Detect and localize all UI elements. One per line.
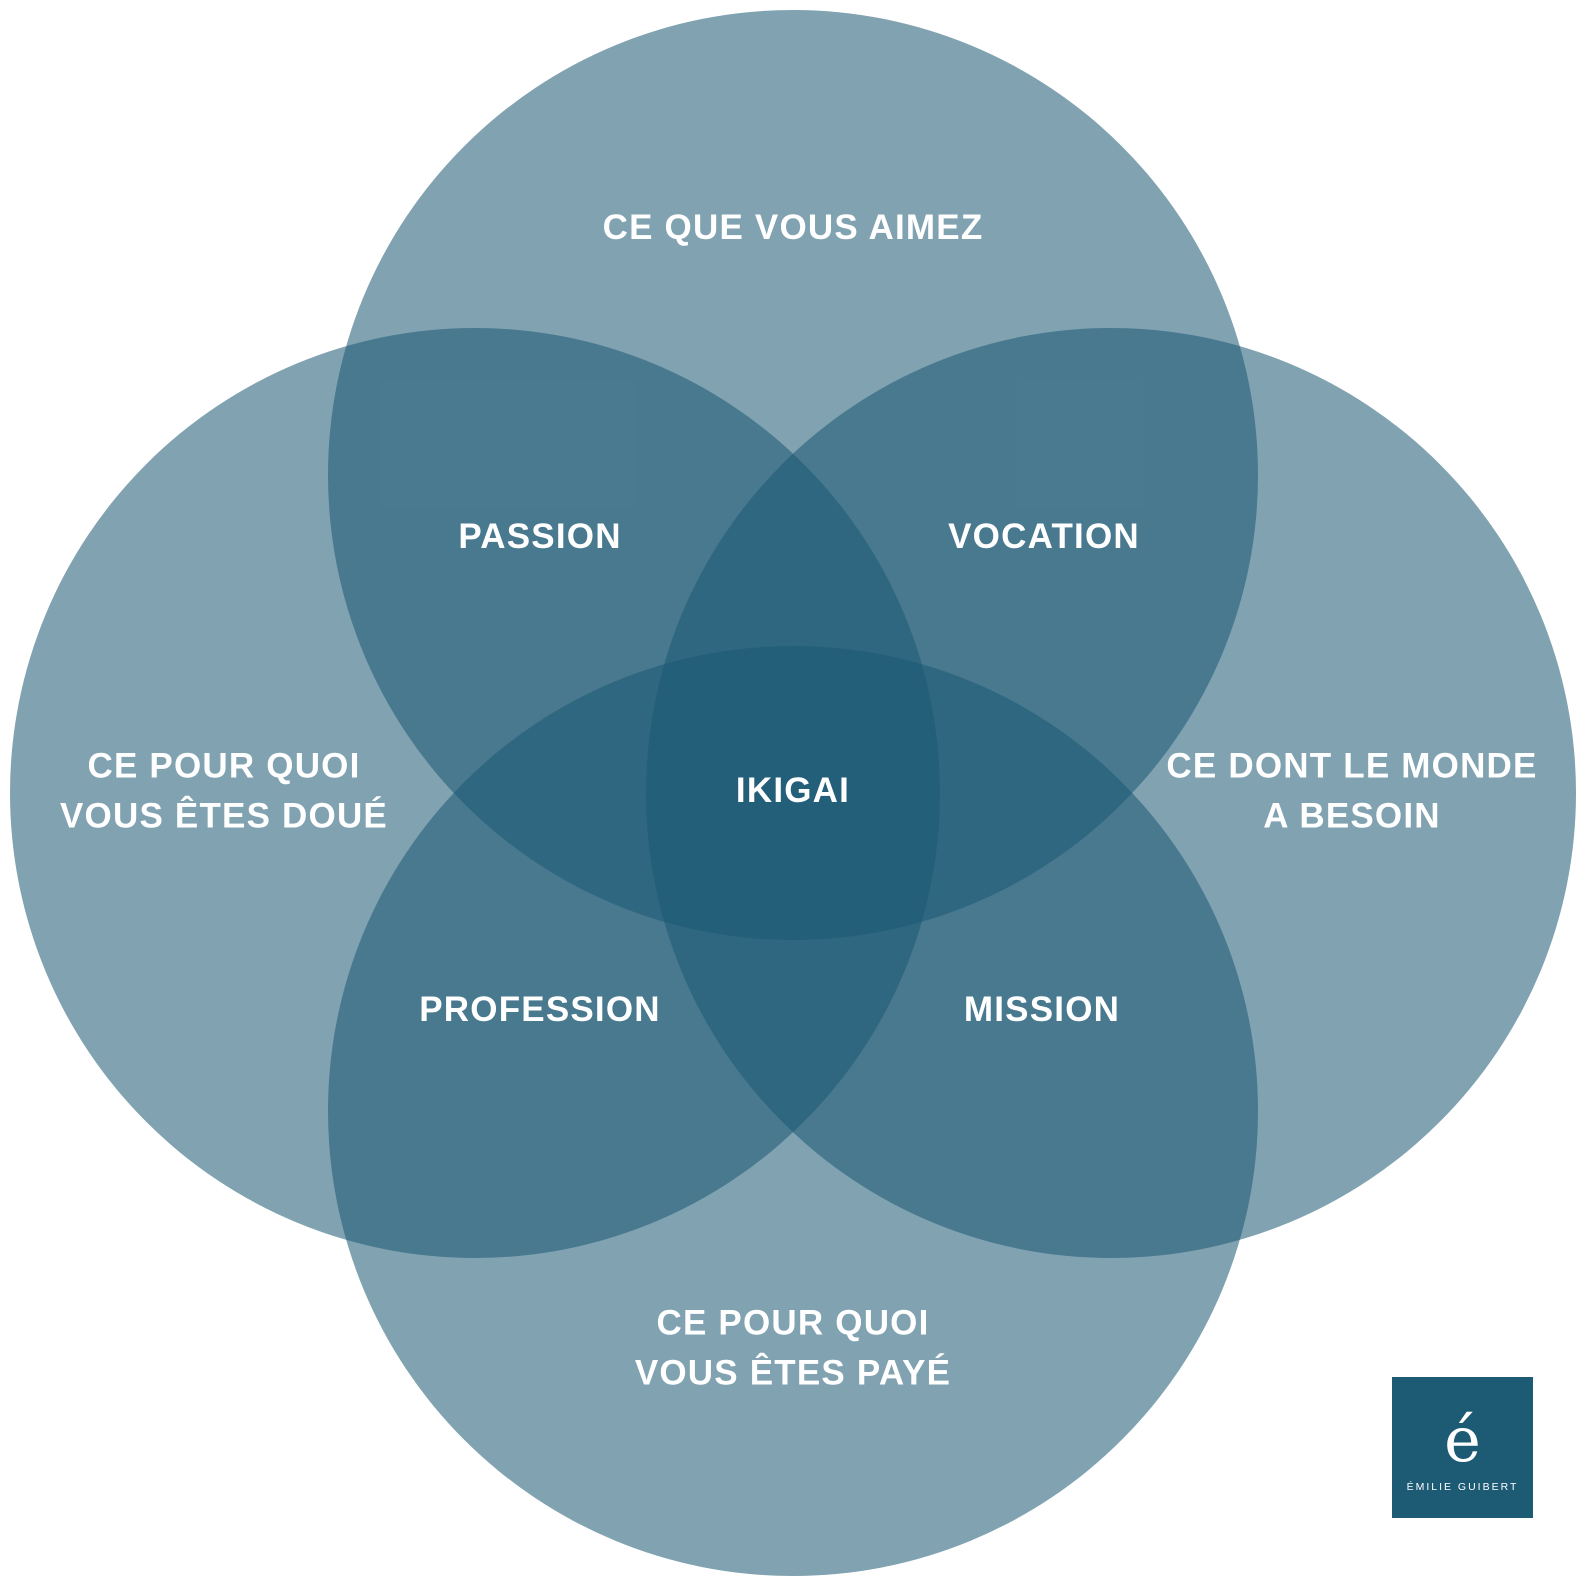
label-profession: PROFESSION [419, 985, 660, 1035]
label-ikigai-text: IKIGAI [735, 771, 851, 811]
label-good-at-line2: VOUS ÊTES DOUÉ [60, 796, 388, 835]
circle-what-you-are-paid-for [328, 646, 1258, 1576]
brand-name: ÉMILIE GUIBERT [1406, 1480, 1519, 1493]
label-mission-text: MISSION [963, 990, 1121, 1030]
label-world-needs-line2: A BESOIN [1263, 796, 1441, 835]
label-passion: PASSION [458, 512, 621, 562]
label-vocation-text: VOCATION [948, 517, 1140, 557]
brand-logo-mark-icon: é [1444, 1402, 1481, 1476]
label-world-needs-line1: CE DONT LE MONDE [1166, 746, 1538, 786]
label-passion-text: PASSION [458, 517, 622, 557]
label-what-world-needs: CE DONT LE MONDE A BESOIN [1166, 741, 1537, 840]
label-profession-text: PROFESSION [419, 990, 661, 1030]
label-ikigai: IKIGAI [736, 766, 850, 816]
label-mission: MISSION [964, 985, 1120, 1035]
label-what-you-love-text: CE QUE VOUS AIMEZ [602, 208, 984, 248]
label-vocation: VOCATION [948, 512, 1140, 562]
brand-logo: é ÉMILIE GUIBERT [1392, 1377, 1533, 1518]
label-what-you-are-good-at: CE POUR QUOI VOUS ÊTES DOUÉ [60, 741, 388, 840]
label-what-you-love: CE QUE VOUS AIMEZ [603, 203, 984, 253]
label-what-you-are-paid-for: CE POUR QUOI VOUS ÊTES PAYÉ [635, 1298, 951, 1397]
label-paid-for-line1: CE POUR QUOI [656, 1303, 930, 1343]
label-good-at-line1: CE POUR QUOI [87, 746, 361, 786]
label-paid-for-line2: VOUS ÊTES PAYÉ [634, 1353, 952, 1392]
